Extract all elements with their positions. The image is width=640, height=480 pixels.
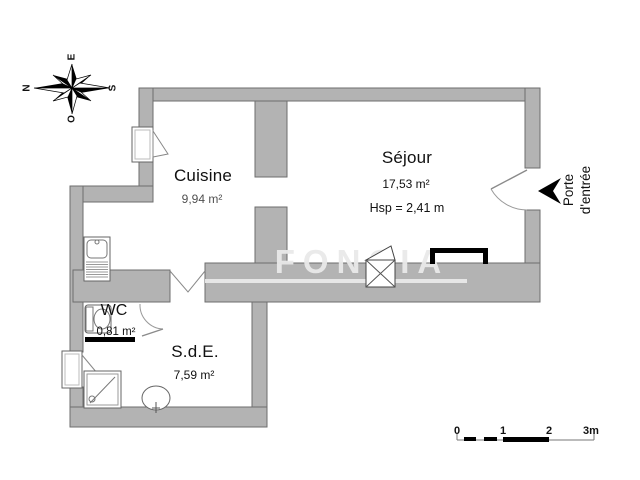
wall-bottom <box>69 406 268 428</box>
compass-east-label: E <box>66 53 78 61</box>
cuisine-label: Cuisine <box>173 166 233 185</box>
sde-window <box>61 350 83 389</box>
radiator-leg-right <box>483 253 488 264</box>
sde-label: S.d.E. <box>171 342 219 361</box>
wall-divider-upper <box>254 100 288 178</box>
cuisine-area: 9,94 m² <box>181 192 223 206</box>
entrance-label-line2: d'entrée <box>578 165 593 215</box>
wall-step <box>72 185 154 203</box>
black-elements <box>85 178 595 442</box>
compass-rose-icon <box>33 63 111 115</box>
compass-west-label: O <box>66 115 78 123</box>
toilet-bowl <box>93 308 111 330</box>
sde-window-inner <box>64 353 80 386</box>
wall-top <box>139 87 541 102</box>
toilet-outline <box>84 304 112 334</box>
shower-diagonal <box>89 376 116 404</box>
watermark-underline <box>205 279 467 283</box>
compass-south-label: S <box>107 84 119 92</box>
entry-door-arc <box>490 188 528 211</box>
radiator-leg-left <box>430 253 435 264</box>
entry-door-leaf <box>490 169 528 190</box>
sejour-label: Séjour <box>381 148 433 167</box>
walls <box>69 87 541 428</box>
compass-north-label: N <box>21 84 33 92</box>
cuisine-window-casement <box>152 129 169 158</box>
radiator-bar <box>430 248 488 253</box>
fixtures <box>83 236 396 413</box>
shower-tray-inner <box>86 373 119 406</box>
kitchen-faucet <box>94 239 100 245</box>
entry-arrow-icon <box>538 178 561 204</box>
scale-dash-1 <box>464 437 476 441</box>
wall-divider-lower <box>254 206 288 268</box>
scale-tick-3m: 3m <box>583 425 599 437</box>
scale-bar <box>456 434 595 442</box>
wc-label: WC <box>100 302 128 319</box>
wc-area: 0,81 m² <box>96 326 136 338</box>
shower-drain <box>88 395 96 403</box>
wall-left-upper <box>69 185 84 353</box>
wc-door-leaf <box>141 328 164 337</box>
scale-tick-0: 0 <box>453 425 461 437</box>
sde-area: 7,59 m² <box>173 368 215 382</box>
wc-door-arc <box>139 303 164 330</box>
kitchen-drainer-lines <box>86 261 108 278</box>
scale-tick-2: 2 <box>545 425 553 437</box>
windows <box>61 126 169 389</box>
vent-box-cross <box>365 259 396 288</box>
sde-window-casement <box>81 354 98 374</box>
entrance-label-line1: Porte <box>561 173 576 207</box>
scale-solid-segment <box>503 437 549 442</box>
doors <box>139 169 528 337</box>
cuisine-window-inner <box>134 129 151 160</box>
toilet-tank <box>85 306 94 332</box>
scale-tick-1: 1 <box>499 425 507 437</box>
sejour-ceiling-height: Hsp = 2,41 m <box>369 201 445 215</box>
washbasin-tap <box>152 402 160 413</box>
wall-cuisine-left-upper <box>138 87 154 129</box>
watermark-logo: FONCIA <box>205 243 467 283</box>
wall-sde-right <box>251 301 268 409</box>
sejour-area: 17,53 m² <box>382 177 430 191</box>
watermark-text: FONCIA <box>275 243 450 280</box>
wall-right-upper <box>524 87 541 169</box>
wc-partition-line <box>85 337 135 342</box>
sde-doorway-swing <box>169 270 206 293</box>
scale-dash-2 <box>484 437 497 441</box>
entrance-label: Porte d'entrée <box>560 150 604 230</box>
